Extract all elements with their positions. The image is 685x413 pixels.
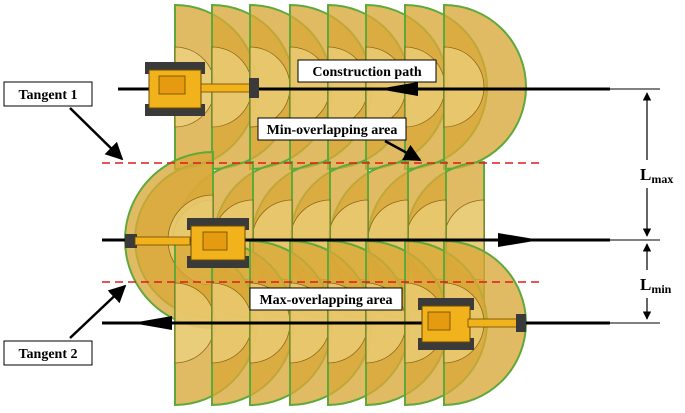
svg-text:Tangent 2: Tangent 2 [18,347,77,362]
l-max-label: Lmax [640,165,673,186]
fan-top-8 [443,3,527,171]
svg-text:Max-overlapping area: Max-overlapping area [259,293,392,308]
excavator-top [145,62,259,116]
tangent-2-pointer [69,284,127,339]
svg-text:Tangent 1: Tangent 1 [18,88,77,103]
tangent-2-label: Tangent 2 [3,340,93,366]
svg-text:Construction path: Construction path [312,65,422,80]
svg-text:Min-overlapping area: Min-overlapping area [267,123,398,138]
min-overlap-label: Min-overlapping area [257,117,407,141]
min-overlap-pointer [384,139,422,162]
path-arrow-middle [498,233,540,247]
excavator-bottom [418,298,526,350]
max-overlap-label: Max-overlapping area [249,287,403,311]
path-arrow-top [378,82,418,96]
path-arrow-bottom [132,316,172,330]
tangent-1-pointer [69,107,124,161]
construction-path-label: Construction path [297,59,437,83]
l-min-label: Lmin [640,275,672,296]
excavator-middle [125,218,249,268]
tangent-1-label: Tangent 1 [3,81,93,107]
